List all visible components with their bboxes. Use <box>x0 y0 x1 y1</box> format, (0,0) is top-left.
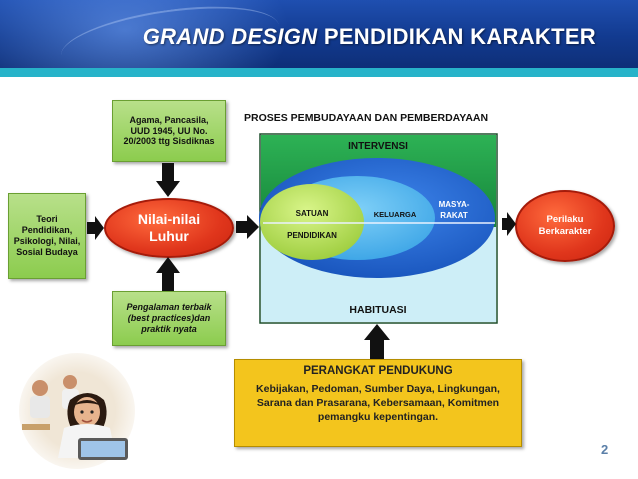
masyarakat-label-2: RAKAT <box>440 211 468 220</box>
node-nilai-luhur: Nilai-nilai Luhur <box>104 198 234 258</box>
perangkat-text: Kebijakan, Pedoman, Sumber Daya, Lingkun… <box>256 382 500 423</box>
node-perilaku: Perilaku Berkarakter <box>515 190 615 262</box>
title-italic: GRAND DESIGN <box>142 24 318 49</box>
arrow-right-icon <box>236 215 259 239</box>
box-perangkat-pendukung: PERANGKAT PENDUKUNG Kebijakan, Pedoman, … <box>234 359 522 447</box>
process-title: PROSES PEMBUDAYAAN DAN PEMBERDAYAAN <box>244 112 489 124</box>
box-pengalaman: Pengalaman terbaik (best practices)dan p… <box>112 291 226 346</box>
header-stripe <box>0 68 638 77</box>
pendidikan-label: PENDIDIKAN <box>287 231 337 240</box>
children-illustration <box>19 353 135 469</box>
box-teori-text: Teori Pendidikan, Psikologi, Nilai, Sosi… <box>13 214 81 257</box>
title-rest: PENDIDIKAN KARAKTER <box>323 24 596 49</box>
satuan-label: SATUAN <box>296 209 329 218</box>
arrow-down-icon <box>156 163 180 197</box>
arrow-up-icon <box>156 257 180 291</box>
arrow-up-icon <box>364 324 390 359</box>
perangkat-title: PERANGKAT PENDUKUNG <box>303 365 453 377</box>
arrow-right-icon <box>502 212 516 236</box>
keluarga-label: KELUARGA <box>374 210 417 219</box>
box-pengalaman-text: Pengalaman terbaik (best practices)dan p… <box>126 302 212 334</box>
masyarakat-label-1: MASYA- <box>439 200 470 209</box>
ellipse-satuan <box>260 184 364 260</box>
habituasi-label: HABITUASI <box>349 304 406 316</box>
box-teori: Teori Pendidikan, Psikologi, Nilai, Sosi… <box>8 193 86 279</box>
slide-header <box>0 0 638 68</box>
intervensi-label: INTERVENSI <box>348 141 408 152</box>
process-diagram: INTERVENSI HABITUASI SATUAN PENDIDIKAN K… <box>259 133 498 324</box>
page-number: 2 <box>601 442 609 457</box>
box-agama-text: Agama, Pancasila, UUD 1945, UU No. 20/20… <box>123 114 215 147</box>
slide-title: GRAND DESIGN PENDIDIKAN KARAKTER <box>143 24 596 50</box>
box-agama-pancasila: Agama, Pancasila, UUD 1945, UU No. 20/20… <box>112 100 226 162</box>
node-nilai-text: Nilai-nilai Luhur <box>137 210 201 245</box>
node-perilaku-text: Perilaku Berkarakter <box>538 213 592 237</box>
arrow-right-icon <box>87 216 104 240</box>
